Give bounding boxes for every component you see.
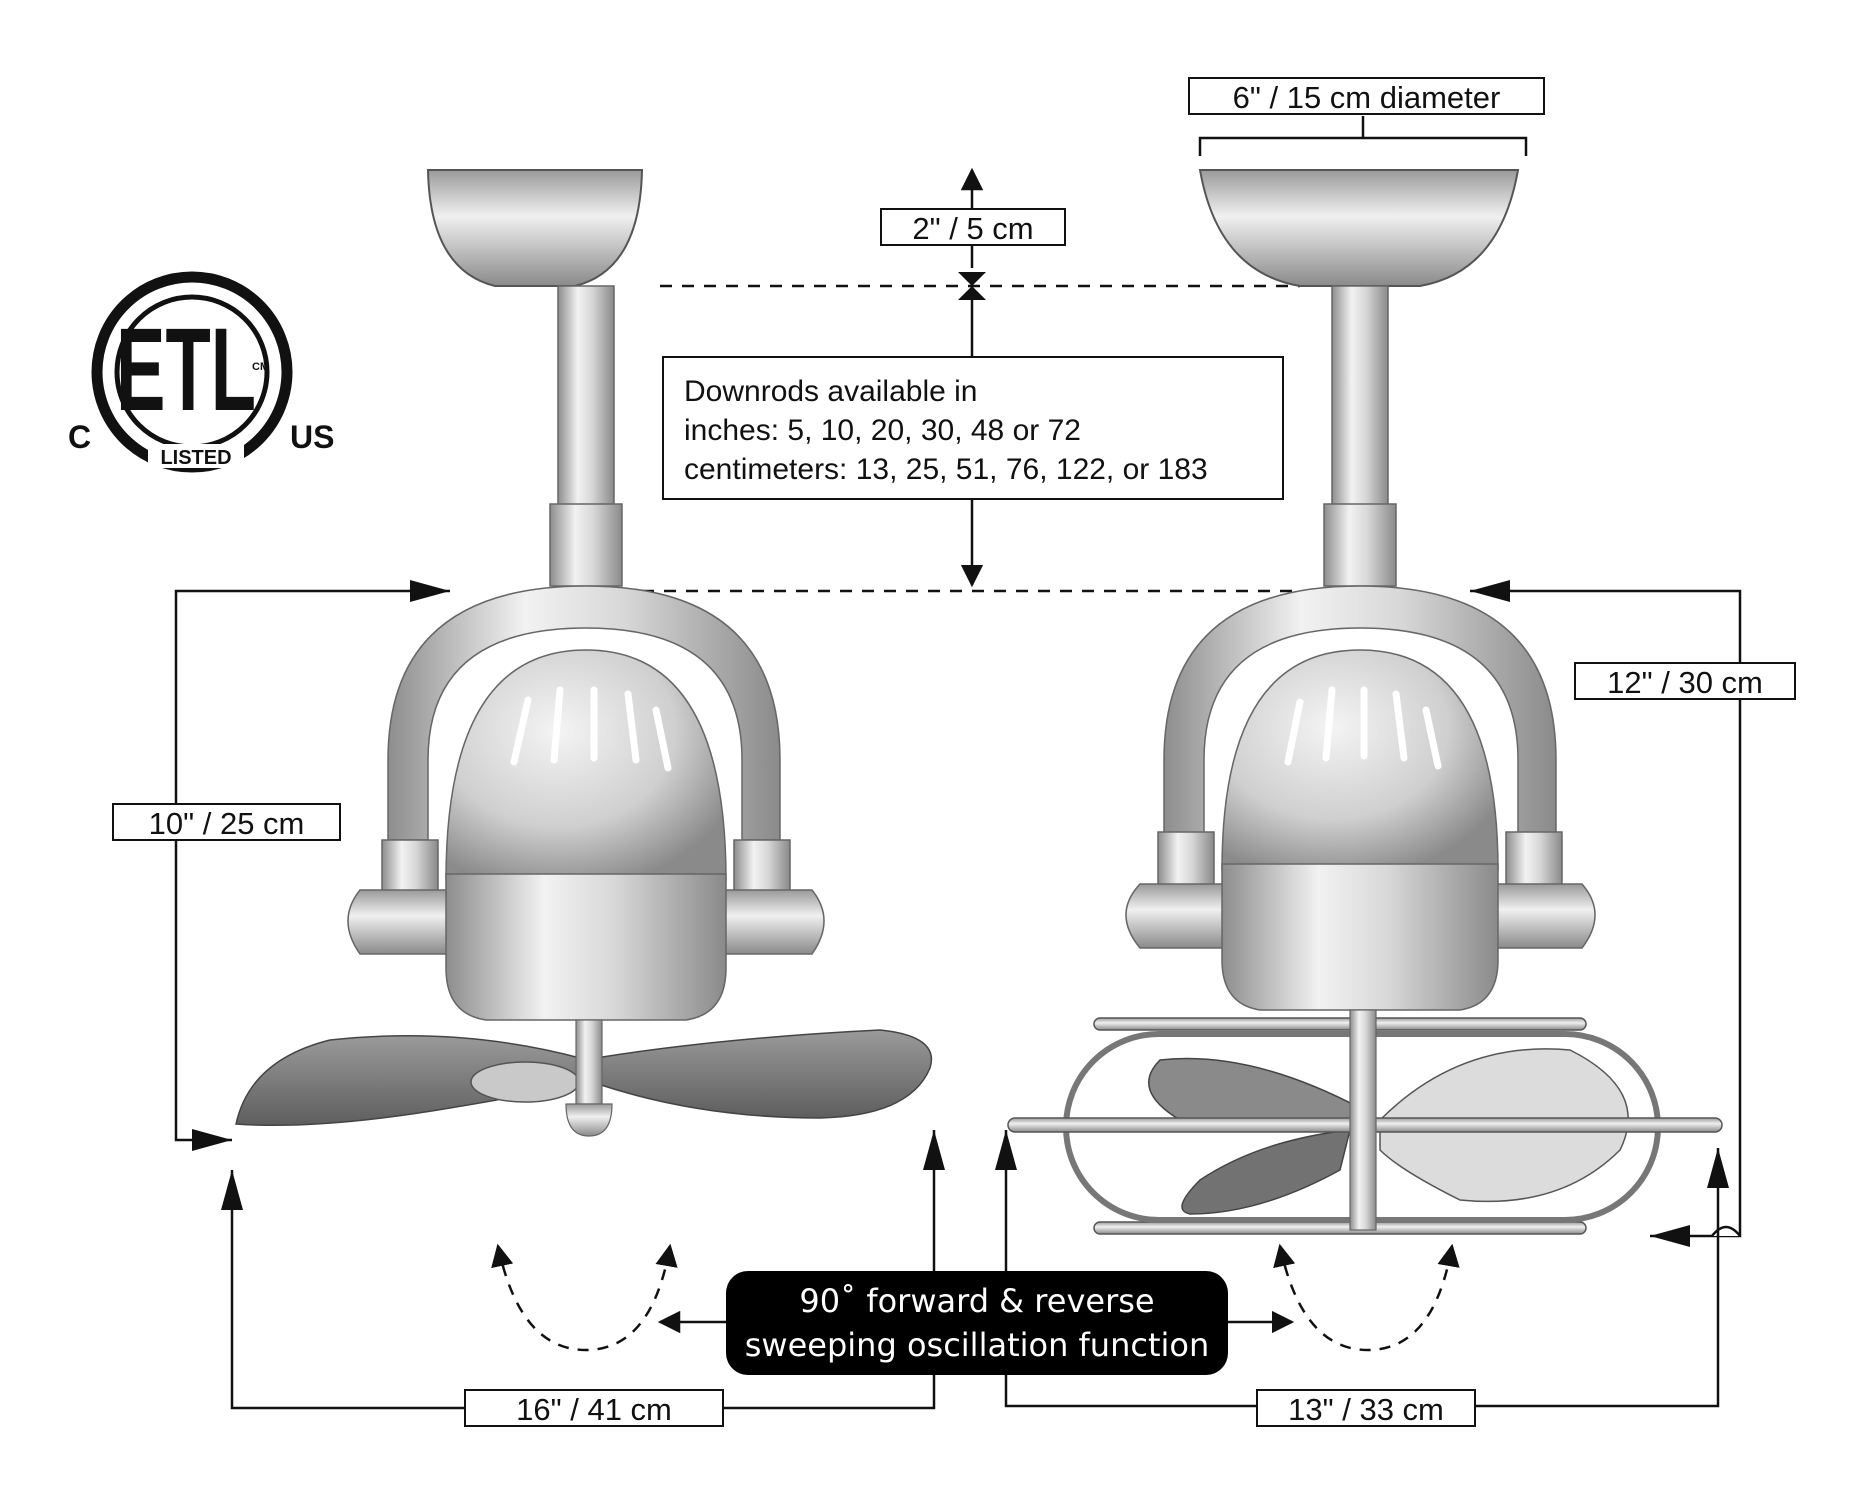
blade-bracket-left: [470, 1061, 580, 1103]
canopy-diameter-bracket: [1198, 136, 1528, 156]
cage-top-ring: [1093, 1017, 1587, 1031]
height-line-hop: [1711, 1225, 1741, 1237]
sweep-arrow-right: [1273, 1243, 1460, 1352]
pivot-pod-left-a: [347, 889, 451, 955]
width-right-label: 13" / 33 cm: [1256, 1389, 1476, 1427]
etl-cm-text: CM: [252, 361, 269, 373]
yoke-right: [1163, 585, 1557, 841]
spindle-right: [1349, 1009, 1377, 1231]
motor-housing-right: [1221, 863, 1499, 1011]
etl-listed-text: LISTED: [160, 447, 231, 469]
etl-listed-mark: ETL LISTED CM C US: [68, 271, 334, 473]
yoke-knob-right-a: [1157, 831, 1215, 889]
etl-c-text: C: [68, 419, 91, 455]
cage-bottom-ring: [1093, 1221, 1587, 1235]
pivot-pod-right-b: [1495, 883, 1596, 949]
motor-dome-left: [445, 649, 727, 881]
pivot-pod-left-b: [721, 889, 825, 955]
canopy-diameter-label: 6" / 15 cm diameter: [1188, 77, 1545, 115]
fan-right: [1007, 169, 1723, 1235]
motor-dome-right: [1221, 649, 1499, 871]
yoke-knob-left-a: [381, 839, 439, 897]
fan-left: [235, 169, 933, 1137]
height-arrow-left-top: [410, 580, 450, 602]
width-arrow-right-a: [995, 1130, 1017, 1170]
spindle-left: [575, 1019, 603, 1105]
downrod-coupler-left: [549, 503, 623, 587]
body-height-left-label: 10" / 25 cm: [112, 803, 341, 841]
height-arrow-right-bottom: [1650, 1225, 1690, 1247]
oscillation-badge: 90˚ forward & reverse sweeping oscillati…: [726, 1271, 1228, 1375]
width-arrow-left-b: [923, 1130, 945, 1170]
etl-letters: ETL: [116, 304, 256, 436]
oscillation-line2: sweeping oscillation function: [744, 1326, 1210, 1364]
height-arrow-right-top: [1470, 580, 1510, 602]
blade-right-c: [1181, 1129, 1351, 1215]
height-dimension-right: [1470, 589, 1742, 1238]
downrod-right: [1331, 285, 1389, 507]
downrods-note: Downrods available in inches: 5, 10, 20,…: [662, 356, 1284, 500]
motor-vents-right: [1284, 686, 1442, 770]
downrod-coupler-right: [1323, 503, 1397, 587]
yoke-knob-right-b: [1505, 831, 1563, 889]
downrods-note-line2: inches: 5, 10, 20, 30, 48 or 72: [684, 414, 1081, 447]
yoke-left: [387, 585, 781, 841]
width-arrow-left-a: [221, 1170, 243, 1210]
yoke-knob-left-b: [733, 839, 791, 897]
width-left-label: 16" / 41 cm: [464, 1389, 724, 1427]
canopy-height-label: 2" / 5 cm: [880, 208, 1066, 246]
height-arrow-left-bottom: [192, 1129, 232, 1151]
motor-housing-left: [445, 873, 727, 1021]
body-height-right-label: 12" / 30 cm: [1574, 662, 1796, 700]
downrods-note-line3: centimeters: 13, 25, 51, 76, 122, or 183: [684, 453, 1208, 486]
canopy-left: [426, 169, 644, 287]
etl-us-text: US: [290, 419, 334, 455]
blade-left-b: [595, 1029, 933, 1119]
canopy-height-arrow-meet: [958, 272, 986, 300]
canopy-right: [1198, 169, 1520, 287]
oscillation-line1: 90˚ forward & reverse: [799, 1282, 1155, 1320]
sweep-arrow-left: [491, 1243, 678, 1352]
spindle-cap-left: [565, 1103, 613, 1137]
pivot-pod-right-a: [1125, 883, 1227, 949]
downrods-note-line1: Downrods available in: [684, 375, 978, 408]
width-arrow-right-b: [1707, 1148, 1729, 1188]
motor-vents-left: [510, 686, 672, 772]
downrod-left: [557, 285, 615, 507]
